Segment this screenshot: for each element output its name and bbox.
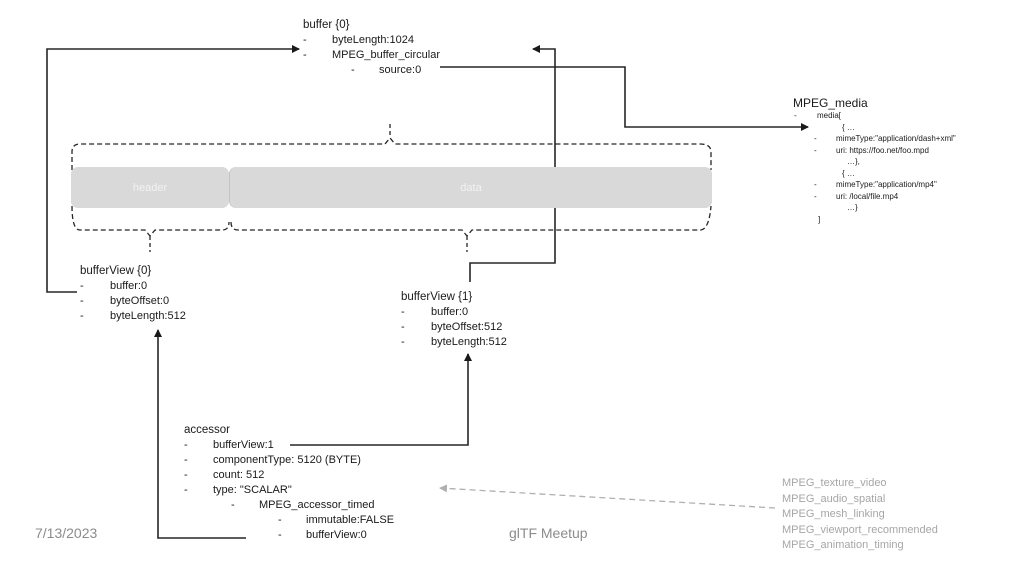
link-accessor-to-bufferview1 — [290, 353, 472, 446]
mpeg-media-array: -media[ — [794, 111, 842, 120]
mpeg-media-block: MPEG_media -media[ { … -mimeType:"applic… — [793, 96, 956, 225]
header-brace — [71, 205, 230, 238]
accessor-extension: -MPEG_accessor_timed — [231, 499, 375, 511]
extension-item: MPEG_texture_video — [782, 477, 887, 489]
bufferview-0-field: -byteOffset:0 — [80, 295, 170, 307]
accessor-field: -bufferView:1 — [184, 439, 274, 451]
extension-item: MPEG_animation_timing — [782, 539, 904, 551]
accessor-field: -componentType: 5120 (BYTE) — [184, 454, 361, 466]
buffer-title: buffer {0} — [303, 19, 350, 31]
link-bufferview0-to-buffer — [46, 45, 300, 293]
mpeg-media-line: -uri: /local/file.mp4 — [814, 191, 899, 201]
accessor-title: accessor — [184, 424, 231, 436]
extension-item: MPEG_audio_spatial — [782, 492, 886, 505]
header-segment-label: header — [132, 181, 168, 194]
bufferview-1-field: -byteOffset:512 — [401, 321, 503, 333]
accessor-field: -count: 512 — [184, 469, 265, 481]
bufferview-0-field: -buffer:0 — [80, 280, 148, 292]
accessor-extension-field: -bufferView:0 — [278, 529, 367, 541]
mpeg-media-line: …} — [847, 203, 858, 212]
buffer-field: -byteLength:1024 — [303, 34, 414, 46]
bufferview-0-title: bufferView {0} — [80, 265, 152, 277]
data-brace — [230, 205, 712, 238]
bufferview-1-title: bufferView {1} — [401, 291, 473, 303]
accessor-block: accessor -bufferView:1 -componentType: 5… — [184, 423, 394, 543]
buffer-subfield: -source:0 — [351, 64, 422, 76]
mpeg-media-close: ] — [818, 214, 821, 224]
buffer-brace — [71, 136, 712, 170]
extension-item: MPEG_mesh_linking — [782, 508, 885, 520]
mpeg-media-line: -mimeType:"application/mp4" — [814, 180, 937, 189]
bufferview-1-field: -byteLength:512 — [401, 336, 507, 348]
link-timed-to-bufferview0 — [154, 329, 246, 539]
bufferview-0-field: -byteLength:512 — [80, 310, 186, 322]
mpeg-media-line: { … — [842, 168, 855, 178]
footer-date: 7/13/2023 — [35, 525, 98, 541]
buffer-field: -MPEG_buffer_circular — [303, 49, 441, 61]
accessor-extension-field: -immutable:FALSE — [278, 514, 395, 526]
data-segment-label: data — [460, 181, 482, 194]
mpeg-media-line: -mimeType:"application/dash+xml" — [814, 134, 956, 143]
buffer-block: buffer {0} -byteLength:1024 -MPEG_buffer… — [303, 18, 440, 78]
data-segment: data — [229, 167, 712, 208]
bufferview-1-field: -buffer:0 — [401, 306, 469, 318]
bufferview-1-block: bufferView {1} -buffer:0 -byteOffset:512… — [401, 290, 507, 350]
mpeg-media-line: …}, — [847, 157, 860, 166]
bufferview-0-block: bufferView {0} -buffer:0 -byteOffset:0 -… — [80, 264, 186, 324]
mpeg-media-title: MPEG_media — [793, 96, 868, 110]
accessor-field: -type: "SCALAR" — [184, 484, 292, 496]
link-bufferview1-to-buffer — [469, 45, 556, 282]
extensions-pointer — [439, 484, 776, 509]
extension-item: MPEG_viewport_recommended — [782, 523, 938, 536]
link-source-to-media — [440, 66, 809, 131]
extensions-list: MPEG_texture_video MPEG_audio_spatial MP… — [782, 476, 938, 554]
mpeg-media-line: { … — [842, 122, 855, 132]
footer-event: glTF Meetup — [509, 525, 588, 541]
header-segment: header — [71, 167, 229, 208]
mpeg-media-line: -uri: https://foo.net/foo.mpd — [814, 145, 929, 155]
